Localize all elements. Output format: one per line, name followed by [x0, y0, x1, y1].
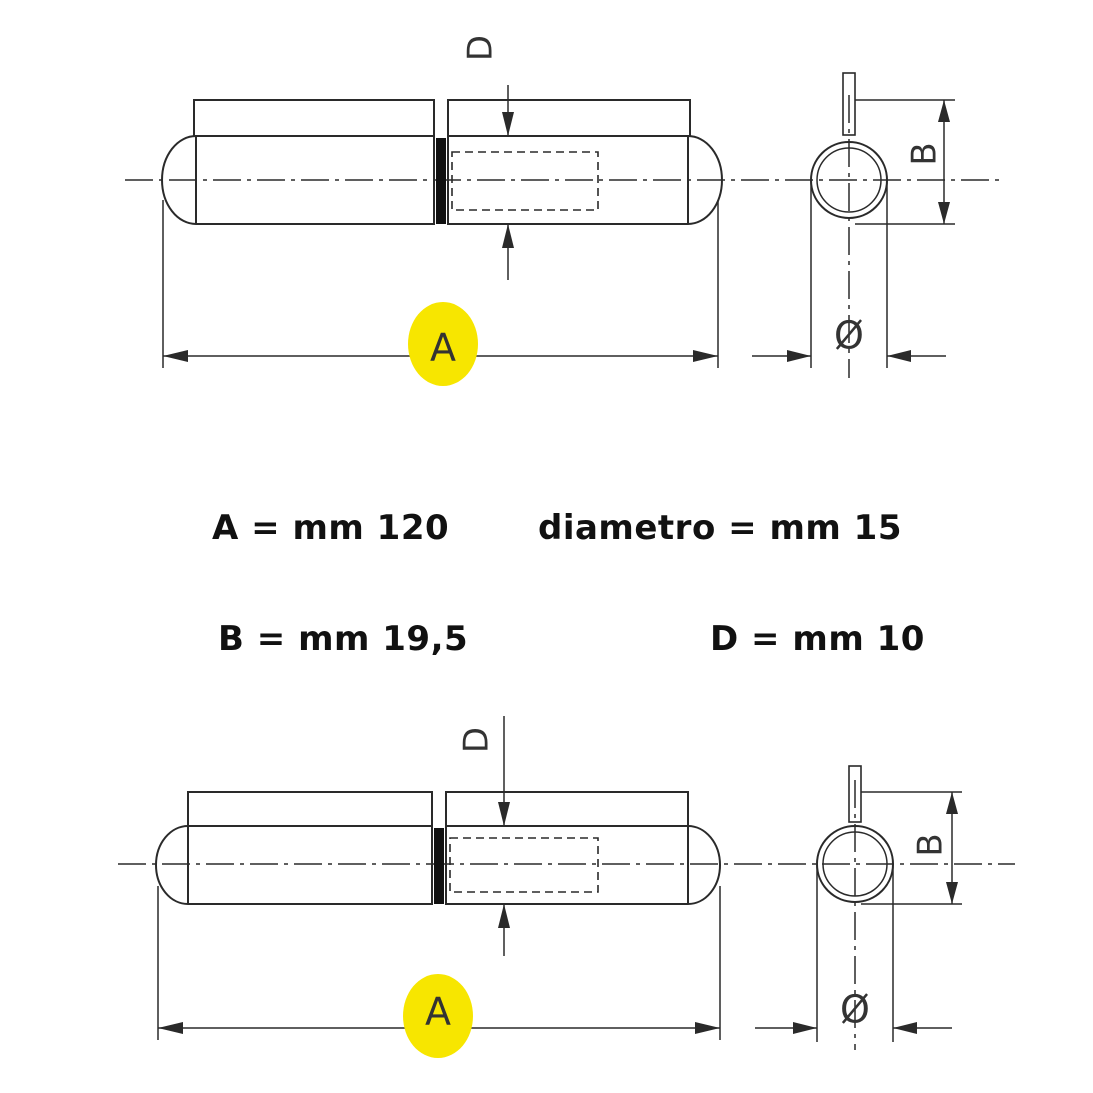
label-diameter: Ø — [834, 314, 864, 358]
label-b: B — [905, 142, 945, 165]
label-d: D — [457, 727, 497, 753]
wing-plate-left — [193, 99, 435, 137]
spec-diameter: diametro = mm 15 — [538, 508, 902, 548]
hinge-drawing-top: A D B Ø — [125, 35, 1005, 386]
barrel-right — [445, 825, 721, 905]
spec-b: B = mm 19,5 — [218, 619, 469, 659]
label-d: D — [461, 35, 501, 61]
pin-hole-hidden — [449, 837, 599, 893]
highlight-a — [408, 302, 478, 386]
side-view-plate — [848, 765, 862, 823]
wing-plate-right — [445, 791, 689, 827]
barrel-right — [447, 135, 723, 225]
barrel-left — [155, 825, 433, 905]
side-view-plate — [842, 72, 856, 136]
label-diameter: Ø — [840, 988, 870, 1032]
label-b: B — [911, 833, 951, 856]
label-a: A — [430, 326, 456, 370]
gasket-ring — [434, 828, 444, 904]
label-a: A — [425, 990, 451, 1034]
wing-plate-right — [447, 99, 691, 137]
wing-plate-left — [187, 791, 433, 827]
barrel-left — [161, 135, 435, 225]
spec-d: D = mm 10 — [710, 619, 925, 659]
gasket-ring — [436, 138, 446, 224]
pin-hole-hidden — [451, 151, 599, 211]
highlight-a — [403, 974, 473, 1058]
hinge-drawing-bottom: A D B Ø — [118, 716, 1015, 1058]
spec-a: A = mm 120 — [212, 508, 450, 548]
